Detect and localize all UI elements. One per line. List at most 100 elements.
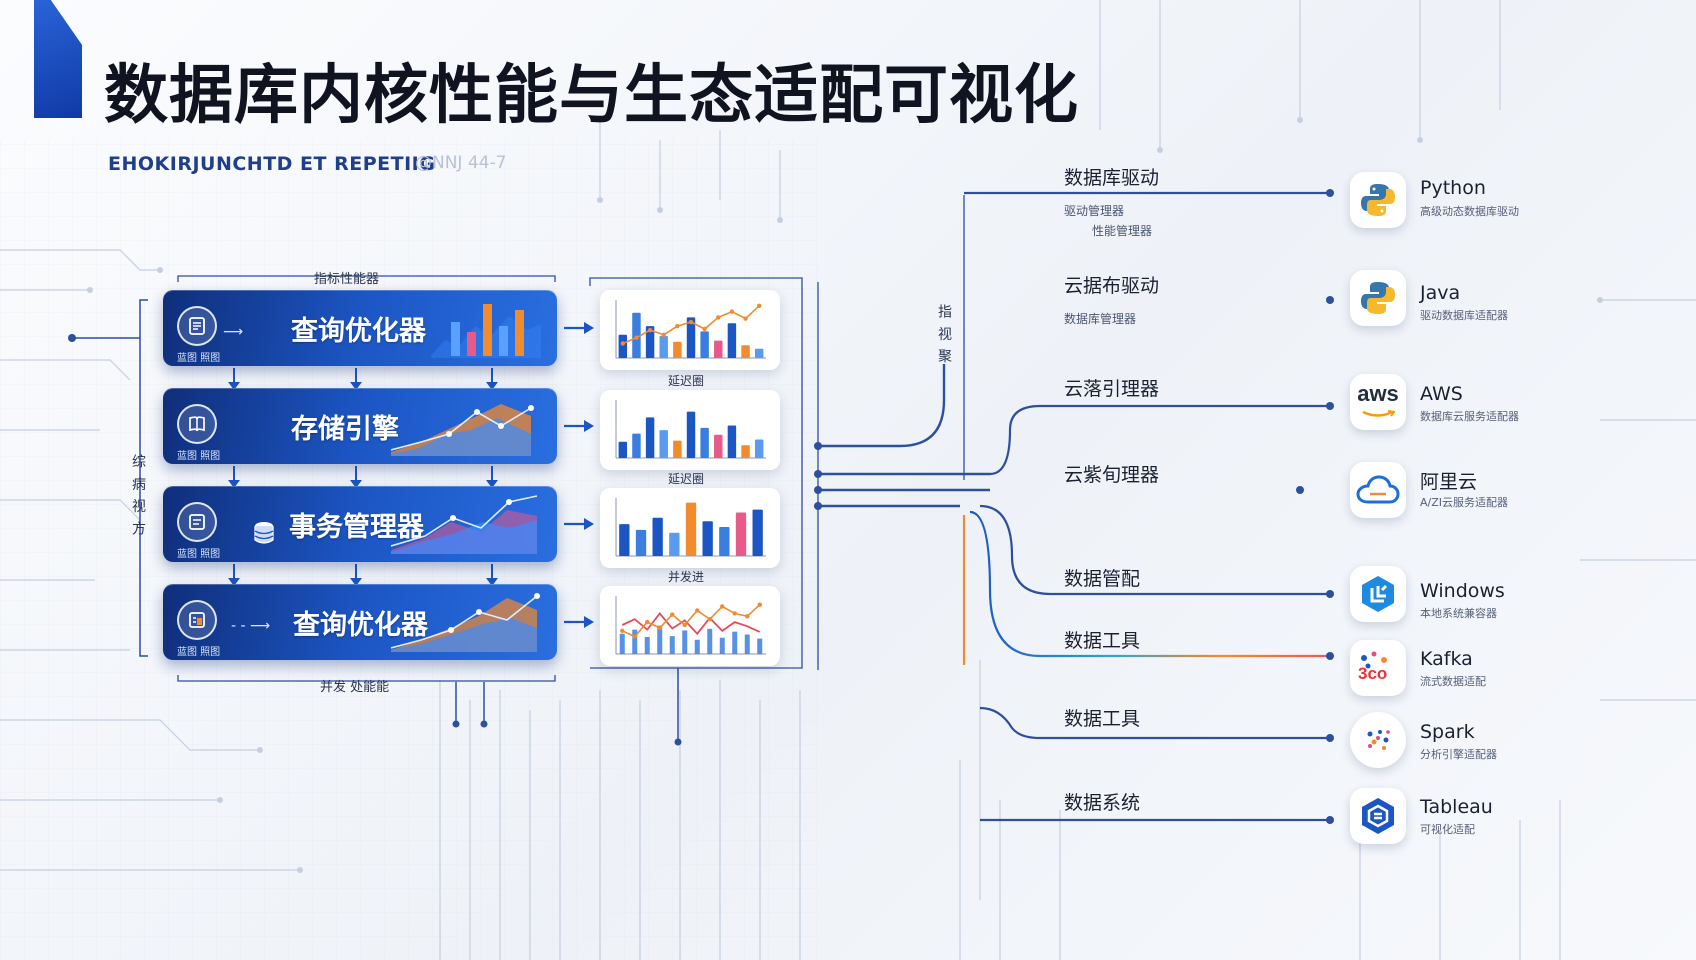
- chart-card-1: [600, 290, 780, 370]
- bar-mark: [682, 630, 688, 654]
- bar-mark: [694, 639, 700, 654]
- bar-mark: [727, 323, 737, 358]
- bar-mark: [727, 425, 737, 458]
- trend-point: [732, 611, 737, 616]
- eco-desc: 本地系统兼容器: [1420, 607, 1497, 620]
- bar-mark: [645, 326, 655, 358]
- page-title: 数据库内核性能与生态适配可视化: [104, 59, 1079, 133]
- spark-icon[interactable]: [1350, 712, 1406, 768]
- bar-mark: [700, 427, 709, 458]
- kafka-logo-text: 3co: [1358, 664, 1388, 683]
- trend-point: [657, 625, 662, 631]
- tableau-icon[interactable]: [1350, 788, 1406, 844]
- trend-point: [620, 341, 626, 346]
- trend-point: [729, 309, 735, 314]
- module-title: 事务管理器: [289, 512, 424, 543]
- eco-name: AWS: [1420, 383, 1463, 405]
- bar-mark: [707, 628, 713, 654]
- mini-chart: [615, 498, 766, 557]
- trend-point: [688, 319, 694, 325]
- trend-point: [620, 628, 625, 633]
- bar-mark: [659, 430, 668, 458]
- bar-mark: [700, 331, 709, 358]
- module-caption: 蓝图 照图: [177, 549, 221, 560]
- trend-point: [707, 617, 712, 622]
- page-subtitle-faint: @NNJ 44-7: [415, 153, 507, 173]
- eco-name: Kafka: [1420, 648, 1473, 670]
- category-label: 云据布驱动: [1064, 275, 1160, 297]
- module-storage-engine[interactable]: 存储引擎 蓝图 照图: [163, 388, 557, 464]
- category-desc: 性能管理器: [1092, 224, 1153, 238]
- bar-mark: [673, 440, 682, 458]
- bar-mark: [632, 433, 641, 458]
- category-label: 数据管配: [1064, 568, 1141, 590]
- bar-mark: [686, 411, 696, 458]
- cloud-icon[interactable]: [1350, 462, 1406, 518]
- bar-mark: [644, 636, 650, 654]
- trend-point: [716, 315, 721, 320]
- bar-mark: [732, 631, 738, 654]
- python-icon[interactable]: [1350, 270, 1406, 326]
- bar-mark: [669, 532, 680, 556]
- module-title: 查询优化器: [293, 610, 428, 641]
- eco-desc: A/ZI云服务适配器: [1420, 496, 1509, 509]
- chart-card-2: [600, 390, 780, 470]
- eco-desc: 可视化适配: [1420, 823, 1475, 836]
- windows-icon[interactable]: [1350, 566, 1406, 622]
- kernel-side-label: 综 病 视 方: [130, 454, 146, 538]
- module-query-optimizer[interactable]: ⟶ 查询优化器 蓝图 照图: [163, 290, 557, 366]
- series-line: [621, 611, 761, 636]
- bar-mark: [719, 527, 730, 556]
- bar-mark: [741, 445, 750, 458]
- bar-mark: [685, 502, 697, 556]
- hub-label: 指 视 聚: [936, 304, 952, 365]
- category-desc: 数据库管理器: [1064, 312, 1137, 326]
- trend-point: [645, 619, 650, 625]
- trend-point: [757, 602, 762, 607]
- trend-line: [621, 604, 761, 638]
- module-transaction-manager[interactable]: 事务管理器 蓝图 照图: [163, 486, 557, 562]
- bar-mark: [757, 638, 763, 654]
- bar-mark: [632, 629, 638, 654]
- aws-logo-icon[interactable]: aws: [1350, 374, 1406, 430]
- document-icon: [177, 502, 217, 542]
- kernel-top-label: 指标性能器: [314, 272, 380, 287]
- trend-point: [647, 327, 653, 333]
- category-label: 数据系统: [1064, 792, 1141, 814]
- trend-point: [661, 332, 666, 337]
- bar-mark: [754, 348, 764, 358]
- bar-mark: [744, 634, 750, 654]
- bar-mark: [714, 434, 723, 458]
- trend-point: [745, 614, 750, 619]
- bar-mark: [673, 341, 682, 358]
- category-label: 数据库驱动: [1064, 167, 1160, 189]
- page-subtitle: EHOKIRJUNCHTD ET REPETIIG: [108, 153, 436, 175]
- module-title: 查询优化器: [291, 316, 426, 347]
- category-label: 云落引理器: [1064, 378, 1160, 400]
- category-desc: 驱动管理器: [1064, 204, 1125, 218]
- document-icon: [177, 306, 217, 346]
- module-caption: 蓝图 照图: [177, 451, 221, 462]
- kafka-icon[interactable]: 3co: [1350, 640, 1406, 696]
- bar-mark: [752, 509, 763, 556]
- mini-chart: [615, 400, 766, 459]
- bar-mark: [754, 439, 764, 458]
- eco-name: 阿里云: [1420, 471, 1478, 493]
- eco-desc: 高级动态数据库驱动: [1420, 205, 1519, 218]
- chart-card-3: [600, 488, 780, 568]
- module-title: 存储引擎: [291, 414, 399, 445]
- trend-point: [634, 335, 639, 340]
- python-icon[interactable]: [1350, 172, 1406, 228]
- bar-mark: [632, 312, 641, 358]
- bar-glyph-icon: [431, 304, 541, 358]
- trend-point: [632, 634, 637, 639]
- bar-mark: [618, 441, 628, 458]
- bar-mark: [659, 335, 668, 358]
- eco-desc: 数据库云服务适配器: [1420, 410, 1519, 423]
- trend-point: [670, 612, 675, 617]
- eco-name: Spark: [1420, 721, 1475, 743]
- bar-mark: [702, 521, 713, 556]
- module-query-optimizer-2[interactable]: - - ⟶ 查询优化器 蓝图 照图: [163, 584, 557, 660]
- arrow-right-icon: - - ⟶: [231, 618, 271, 634]
- trend-point: [702, 326, 707, 332]
